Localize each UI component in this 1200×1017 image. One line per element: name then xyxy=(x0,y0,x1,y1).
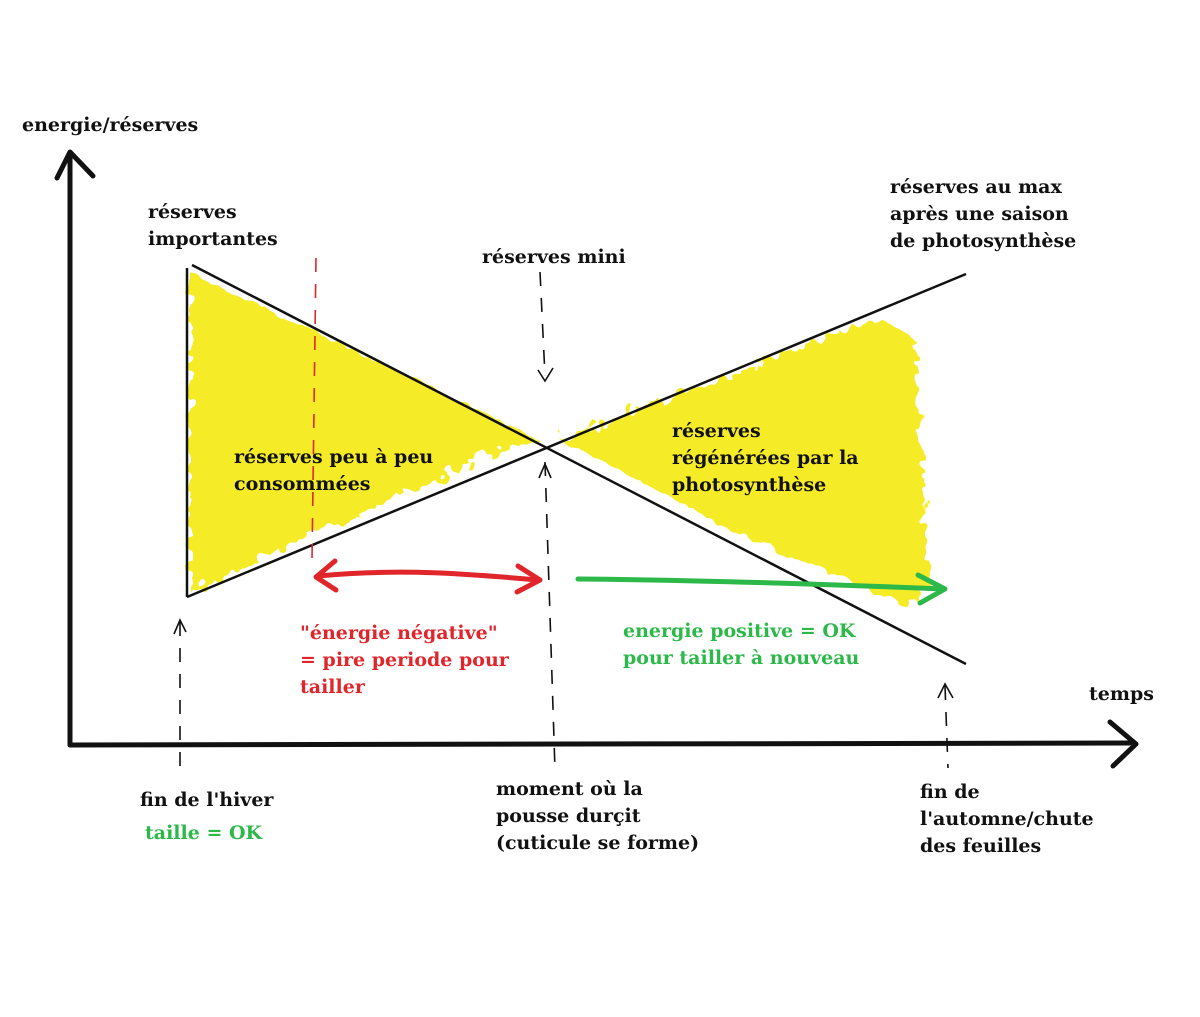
reserves-mini-label: réserves mini xyxy=(482,246,626,268)
positive-energy-arrow xyxy=(575,572,948,606)
reserve-lines xyxy=(185,263,967,666)
energie-positive-label: energie positive = OK pour tailler à nou… xyxy=(623,620,860,669)
reserves-consommees-label: réserves peu à peu consommées xyxy=(234,446,434,495)
fin-automne-marker xyxy=(937,682,954,769)
fin-hiver-label: fin de l'hiver xyxy=(140,789,274,811)
reserves-regenerees-label: réserves régénérées par la photosynthèse xyxy=(672,420,859,496)
regenerated-reserves-fill xyxy=(560,318,930,605)
y-axis-label: energie/réserves xyxy=(22,114,199,136)
x-axis-label: temps xyxy=(1089,683,1154,705)
moment-pousse-marker xyxy=(538,461,556,771)
reserves-max-label: réserves au max après une saison de phot… xyxy=(890,176,1077,252)
energie-negative-label: "énergie négative" = pire periode pour t… xyxy=(300,622,509,698)
reserves-importantes-label: réserves importantes xyxy=(148,201,278,250)
moment-pousse-label: moment où la pousse durçit (cuticule se … xyxy=(496,778,700,854)
y-axis xyxy=(54,149,96,748)
fin-automne-label: fin de l'automne/chute des feuilles xyxy=(920,781,1094,857)
fin-hiver-marker xyxy=(173,618,187,775)
reserves-mini-pointer xyxy=(537,271,554,383)
taille-ok-label: taille = OK xyxy=(145,822,263,844)
negative-energy-arrow xyxy=(313,558,543,595)
consumed-reserves-fill xyxy=(190,272,540,592)
x-axis xyxy=(67,719,1139,769)
